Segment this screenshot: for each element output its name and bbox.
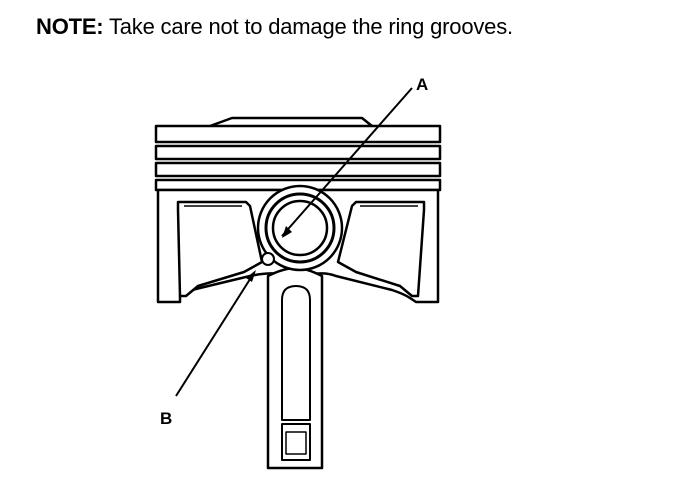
leader-line-b	[175, 275, 253, 397]
connecting-rod	[266, 266, 324, 470]
note-text: NOTE: Take care not to damage the ring g…	[36, 14, 513, 40]
piston-pocket-right	[336, 200, 426, 298]
snap-ring-notch	[261, 252, 275, 266]
leader-line-a	[281, 87, 413, 237]
piston-crown	[154, 116, 442, 192]
note-label: NOTE:	[36, 14, 104, 39]
callout-label-b: B	[160, 409, 172, 428]
leader-arrowheads	[246, 226, 292, 282]
note-body: Take care not to damage the ring grooves…	[108, 14, 513, 39]
piston-pin-boss	[256, 184, 344, 272]
arrowhead-b	[246, 270, 256, 282]
piston-pocket-left	[176, 200, 264, 298]
callout-label-a: A	[416, 75, 428, 94]
leader-lines	[175, 87, 413, 397]
arrowhead-a	[282, 226, 292, 238]
